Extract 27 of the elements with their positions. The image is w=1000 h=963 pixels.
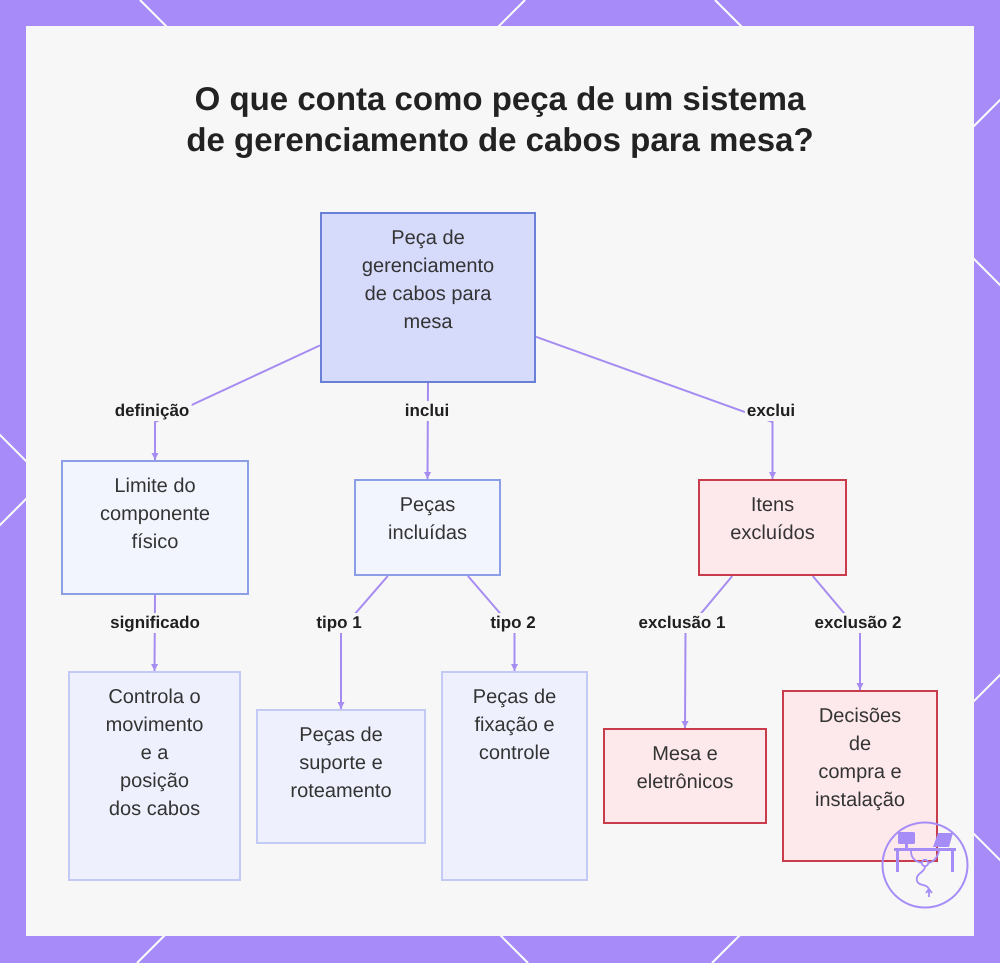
node-text: Controla o movimento e a posição dos cabos: [104, 685, 204, 822]
concept-box: [256, 709, 426, 844]
concept-box: [603, 728, 767, 824]
arrow: [536, 336, 776, 479]
edge-label: inclui: [402, 401, 452, 421]
node-text: Peças de fixação e controle: [472, 685, 558, 766]
edge-label: definição: [112, 401, 192, 421]
edge-label: tipo 2: [488, 613, 538, 633]
node-text: Peças incluídas: [387, 493, 468, 546]
node-text: Decisões de compra e instalação: [814, 704, 906, 813]
edge-label: exclusão 1: [636, 613, 728, 633]
concept-box: [354, 479, 501, 576]
concept-box: [698, 479, 847, 576]
concept-box: [61, 460, 249, 595]
node-text: Itens excluídos: [729, 493, 816, 546]
edge-label: exclusão 2: [812, 613, 904, 633]
edge-label: tipo 1: [314, 613, 364, 633]
concept-box: [782, 690, 938, 862]
node-text: Mesa e eletrônicos: [636, 742, 734, 795]
concept-box: [320, 212, 536, 383]
node-text: Peças de suporte e roteamento: [289, 723, 393, 804]
diagram-title: O que conta como peça de um sistema de gerenciamento de cabos para mesa?: [185, 79, 815, 160]
edge-label: significado: [108, 613, 202, 633]
concept-box: [68, 671, 241, 881]
node-text: Limite do componente físico: [98, 474, 212, 555]
node-text: Peça de gerenciamento de cabos para mesa: [360, 226, 496, 335]
concept-box: [441, 671, 588, 881]
